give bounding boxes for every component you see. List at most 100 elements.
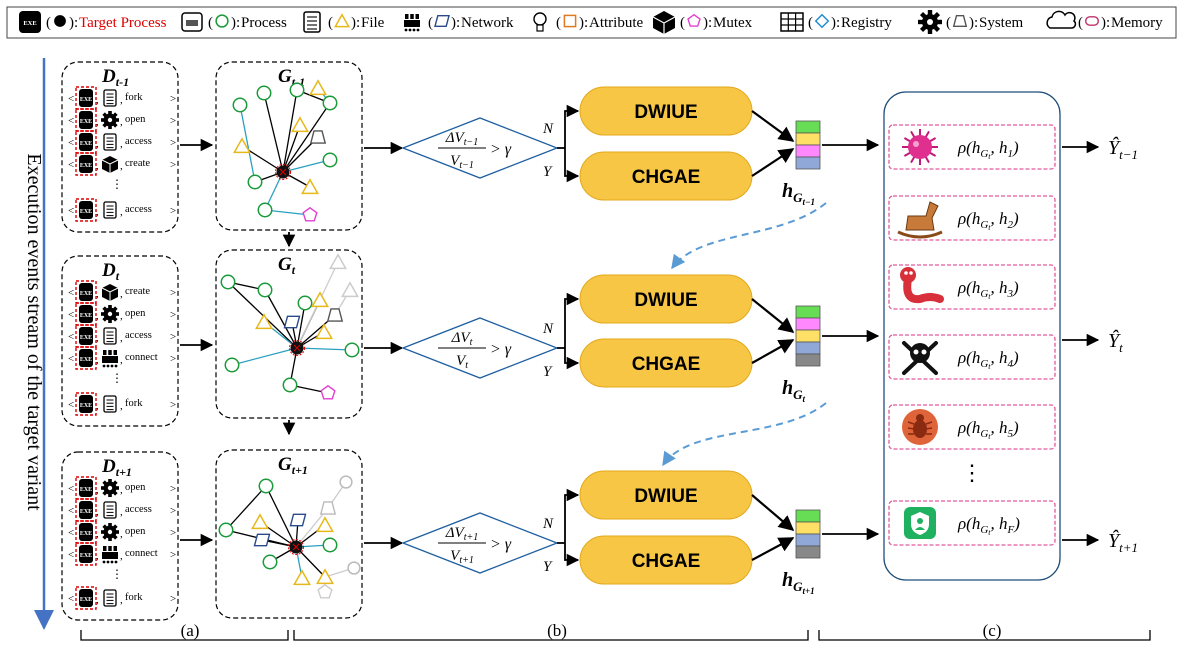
legend: EXE():Target Process():Process():File():… (6, 6, 1177, 39)
embedding-label: hGt−1 (782, 180, 815, 207)
svg-text:EXE: EXE (80, 119, 92, 125)
svg-text:EXE: EXE (80, 313, 92, 319)
dwiue-module: DWIUE (579, 470, 753, 520)
svg-text:,: , (96, 288, 99, 300)
svg-text:>: > (170, 549, 176, 561)
svg-text:CHGAE: CHGAE (632, 354, 701, 375)
svg-text:,: , (120, 594, 123, 606)
pipeline-row-3: Dt+1<EXE,,open><EXE,,access><EXE,,open><… (61, 449, 880, 621)
pipeline-row-1: Dt-1<EXE,,fork><EXE,,open><EXE,,access><… (61, 61, 880, 248)
graph-nodes (232, 79, 338, 222)
svg-text:>: > (170, 353, 176, 365)
event-action-label: create (125, 286, 150, 297)
head-function-label: ρ(hGt, h1) (957, 138, 1019, 161)
event-tuple: <EXE,,fork> (68, 586, 176, 610)
event-tuple: <EXE,,open> (68, 520, 176, 544)
event-action-label: fork (125, 592, 143, 603)
section-label-b: (b) (547, 621, 567, 640)
head-function-label: ρ(hGt, h5) (957, 418, 1019, 441)
svg-text:<: < (68, 549, 74, 561)
svg-text:,: , (96, 332, 99, 344)
event-tuple: <EXE,,access> (68, 198, 176, 222)
svg-text:EXE: EXE (80, 209, 92, 215)
svg-text:,: , (96, 550, 99, 562)
branch-lines: NY (542, 104, 580, 183)
chgae-module: CHGAE (579, 535, 753, 585)
svg-text:EXE: EXE (23, 20, 36, 27)
event-tuple: <EXE,,open> (68, 302, 176, 326)
pipeline-row-2: Dt<EXE,,create><EXE,,open><EXE,,access><… (61, 249, 880, 436)
svg-text:(: ( (1078, 15, 1083, 31)
head-function-label: ρ(hGt, h3) (957, 278, 1019, 301)
shield-icon (904, 507, 936, 539)
svg-text:Vt−1: Vt−1 (450, 153, 474, 171)
svg-text::: : (236, 15, 240, 31)
branch-yes-label: Y (543, 559, 553, 575)
legend-item-memory: ():Memory (1046, 10, 1163, 31)
event-tuple: <EXE,,create> (68, 280, 176, 304)
svg-text:,: , (96, 528, 99, 540)
svg-text:(: ( (428, 15, 433, 31)
svg-text:⋮: ⋮ (111, 567, 123, 581)
prediction-output-3: Ŷt+1 (1062, 529, 1138, 555)
svg-text:<: < (68, 309, 74, 321)
svg-text:>: > (170, 331, 176, 343)
feedback-arrow (671, 202, 827, 270)
svg-text:CHGAE: CHGAE (632, 551, 701, 572)
svg-text:,: , (96, 206, 99, 218)
svg-text:> γ: > γ (490, 141, 512, 158)
heads-ellipsis: ⋮ (961, 460, 983, 485)
svg-text:(: ( (328, 15, 333, 31)
svg-text:,: , (120, 506, 123, 518)
svg-text:,: , (120, 206, 123, 218)
prediction-label: Ŷt+1 (1108, 529, 1138, 555)
svg-text:(: ( (680, 15, 685, 31)
svg-text:EXE: EXE (80, 141, 92, 147)
head-function-label: ρ(hGt, h4) (957, 348, 1019, 371)
svg-text::: : (584, 15, 588, 31)
svg-text:> γ: > γ (490, 341, 512, 358)
event-action-label: connect (125, 352, 158, 363)
svg-text:Vt+1: Vt+1 (450, 548, 474, 566)
legend-item-target-process: EXE():Target Process (19, 11, 167, 33)
svg-text:(: ( (946, 15, 951, 31)
svg-text:<: < (68, 287, 74, 299)
chgae-module: CHGAE (579, 151, 753, 201)
event-action-label: open (125, 482, 146, 493)
classifier-head-6: ρ(hGt, hF) (888, 500, 1056, 546)
event-action-label: connect (125, 548, 158, 559)
prediction-label: Ŷt−1 (1108, 136, 1138, 162)
event-action-label: fork (125, 92, 143, 103)
svg-text:EXE: EXE (80, 553, 92, 559)
legend-label: Mutex (713, 15, 753, 31)
legend-pictogram-icon (1046, 10, 1077, 29)
svg-text:<: < (68, 159, 74, 171)
behavior-graph-box: Gt+1 (215, 449, 363, 619)
svg-text:): ) (831, 15, 836, 31)
event-tuple: <EXE,,access> (68, 498, 176, 522)
graph-embedding-vector (795, 120, 821, 170)
svg-text:EXE: EXE (80, 509, 92, 515)
svg-text::: : (708, 15, 712, 31)
behavior-graph-title: Gt (278, 254, 296, 277)
svg-text:>: > (170, 205, 176, 217)
legend-item-system: ():System (918, 10, 1024, 34)
svg-text:> γ: > γ (490, 536, 512, 553)
svg-text:<: < (68, 331, 74, 343)
legend-pictogram-icon: EXE (19, 11, 41, 33)
svg-text:ΔVt+1: ΔVt+1 (445, 525, 479, 543)
svg-text:DWIUE: DWIUE (634, 486, 697, 507)
svg-text:<: < (68, 353, 74, 365)
svg-text:): ) (351, 15, 356, 31)
svg-text:<: < (68, 93, 74, 105)
legend-item-registry: ():Registry (780, 12, 892, 32)
svg-text:EXE: EXE (80, 597, 92, 603)
graph-nodes (218, 475, 361, 599)
svg-text:,: , (120, 160, 123, 172)
svg-text:<: < (68, 115, 74, 127)
svg-text:,: , (96, 506, 99, 518)
svg-text:DWIUE: DWIUE (634, 290, 697, 311)
svg-text:(: ( (556, 15, 561, 31)
legend-pictogram-icon (404, 14, 420, 32)
svg-text::: : (1106, 15, 1110, 31)
